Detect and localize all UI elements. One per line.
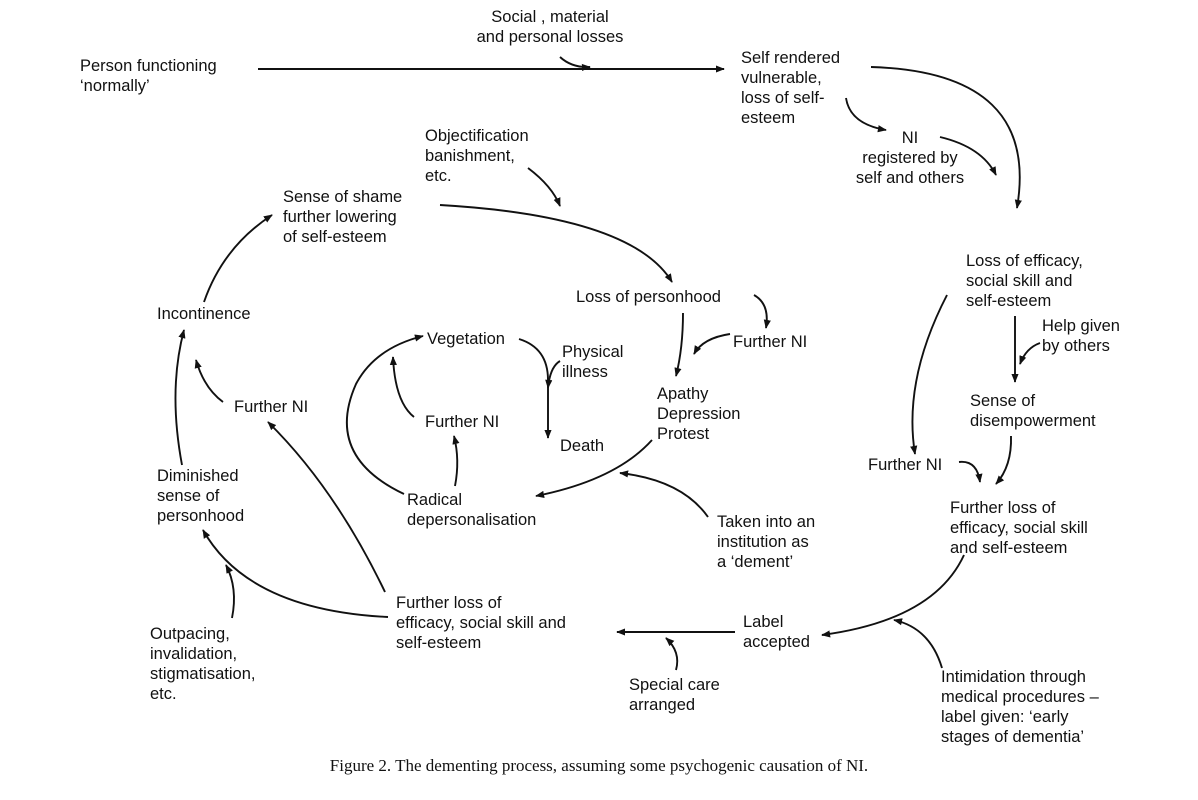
node-objectification: Objectification banishment, etc. xyxy=(425,127,529,185)
edge-ni-to-down xyxy=(939,136,997,176)
node-person-functioning-normally: Person functioning ‘normally’ xyxy=(80,57,217,95)
node-sense-of-disempowerment: Sense of disempowerment xyxy=(970,392,1096,430)
edge-personhood-to-apathy xyxy=(674,312,684,377)
node-radical-depersonalisation: Radical depersonalisation xyxy=(407,491,537,529)
edge-illness-to-line xyxy=(545,360,561,389)
edge-losses-to-mainline xyxy=(559,56,591,72)
node-self-rendered-vulnerable: Self rendered vulnerable, loss of self- … xyxy=(741,49,841,127)
edge-incontinence-to-shame xyxy=(203,214,273,303)
edge-further-ni-to-incontinence xyxy=(194,359,224,403)
node-further-ni-left: Further NI xyxy=(234,398,309,416)
edge-special-care-to-line xyxy=(665,637,679,671)
node-diminished-personhood: Diminished sense of personhood xyxy=(157,467,245,525)
edge-objectification-to-line xyxy=(527,167,561,207)
node-further-loss-bottom: Further loss of efficacy, social skill a… xyxy=(396,594,566,652)
edge-disempowerment-to-further-loss xyxy=(995,435,1012,485)
edge-diminished-to-incontinence xyxy=(174,329,186,466)
edge-help-to-line xyxy=(1019,342,1041,365)
edge-shame-to-personhood xyxy=(439,204,673,283)
node-special-care: Special care arranged xyxy=(629,676,720,714)
edge-radical-to-vegetation xyxy=(345,334,424,495)
node-further-ni-right: Further NI xyxy=(868,456,943,474)
edge-further-ni-to-further-loss xyxy=(958,460,983,483)
node-further-ni-center: Further NI xyxy=(425,413,500,431)
node-sense-of-shame: Sense of shame further lowering of self-… xyxy=(283,188,403,246)
edge-further-loss-to-diminished xyxy=(202,529,389,618)
node-taken-into-institution: Taken into an institution as a ‘dement’ xyxy=(717,513,816,571)
node-outpacing: Outpacing, invalidation, stigmatisation,… xyxy=(150,625,256,703)
edge-institution-to-line xyxy=(619,470,709,518)
edge-further-loss-to-further-ni xyxy=(267,421,386,593)
edge-vegetation-to-death xyxy=(518,338,552,439)
edge-vulnerable-to-efficacy xyxy=(870,66,1022,209)
node-ni-registered: NI registered by self and others xyxy=(855,129,965,187)
node-label-accepted: Label accepted xyxy=(743,613,810,651)
node-loss-of-personhood: Loss of personhood xyxy=(576,288,721,306)
edge-further-ni-to-apathy xyxy=(693,333,731,355)
edge-outpacing-to-line xyxy=(225,564,235,619)
edge-efficacy-to-further-ni xyxy=(910,294,948,455)
node-physical-illness: Physical illness xyxy=(562,343,624,381)
node-further-ni-personhood: Further NI xyxy=(733,333,808,351)
node-apathy-depression-protest: Apathy Depression Protest xyxy=(657,385,741,443)
node-help-given: Help given by others xyxy=(1042,317,1120,355)
edge-further-ni-c-to-vegetation xyxy=(389,356,415,418)
node-vegetation: Vegetation xyxy=(427,330,505,348)
figure-caption: Figure 2. The dementing process, assumin… xyxy=(329,756,869,775)
edge-apathy-to-radical xyxy=(535,439,653,498)
edge-radical-to-further-ni-c xyxy=(452,435,460,487)
node-loss-of-efficacy: Loss of efficacy, social skill and self-… xyxy=(966,252,1083,310)
node-further-loss-right: Further loss of efficacy, social skill a… xyxy=(950,499,1088,557)
node-incontinence: Incontinence xyxy=(157,305,251,323)
node-social-material-losses: Social , material and personal losses xyxy=(476,8,624,46)
edge-further-loss-to-label xyxy=(821,554,965,638)
edge-vulnerable-to-ni xyxy=(845,97,887,133)
node-death: Death xyxy=(560,437,605,455)
edge-personhood-to-further-ni xyxy=(753,294,771,329)
edge-intimidation-to-label xyxy=(893,618,943,669)
node-intimidation: Intimidation through medical procedures … xyxy=(941,668,1099,746)
